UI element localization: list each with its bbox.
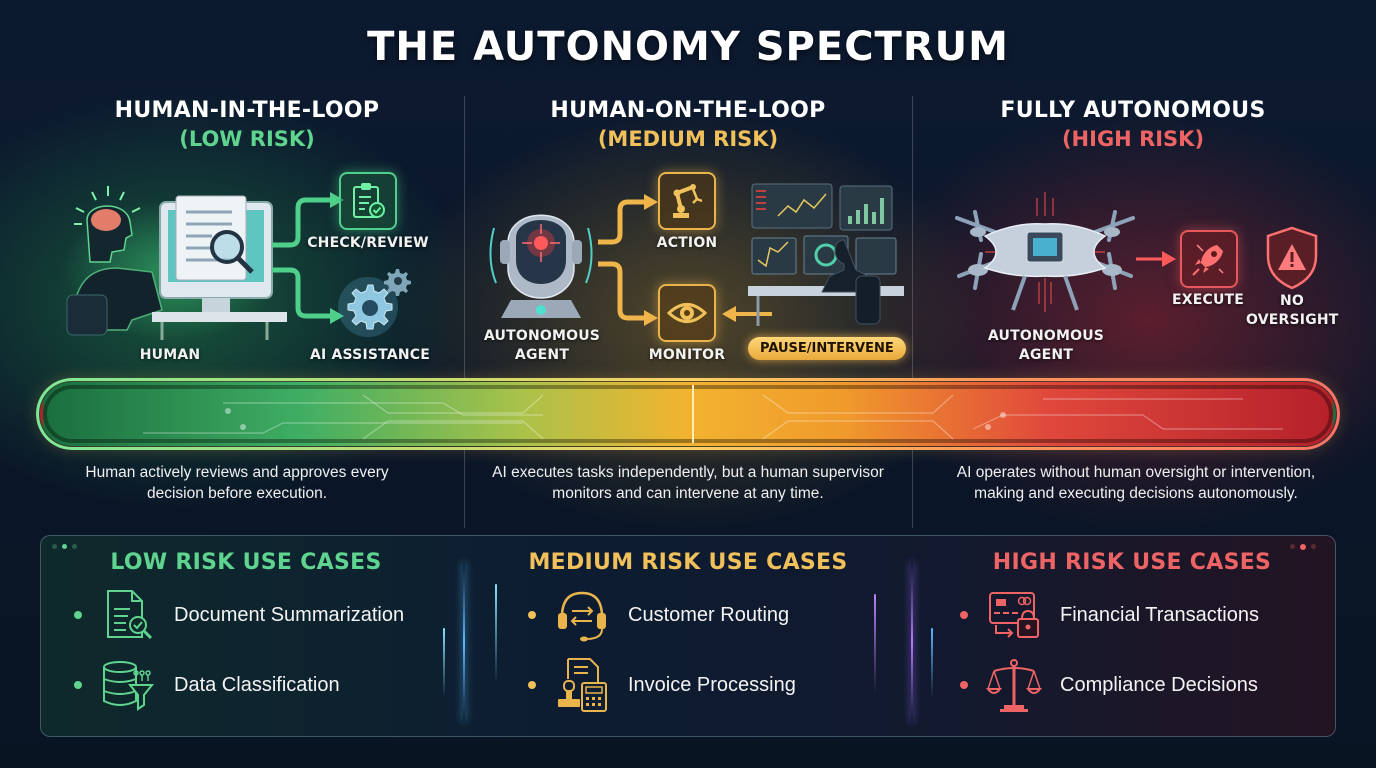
light-streak	[495, 584, 497, 684]
gear-icon	[334, 265, 414, 340]
use-case-group-medium: MEDIUM RISK USE CASES Customer Routing I…	[528, 550, 868, 713]
document-search-icon	[100, 587, 156, 643]
use-case-label: Financial Transactions	[1060, 603, 1259, 626]
credit-card-lock-icon	[986, 587, 1042, 643]
use-case-group-high: HIGH RISK USE CASES Financial Transactio…	[960, 550, 1320, 713]
light-streak	[911, 562, 913, 722]
column-divider	[912, 96, 913, 381]
pause-intervene-badge: PAUSE/INTERVENE	[748, 337, 906, 360]
check-review-label: CHECK/REVIEW	[307, 235, 429, 251]
autonomous-agent-label: AUTONOMOUS AGENT	[987, 328, 1105, 363]
human-label: HUMAN	[139, 347, 201, 363]
page-title: THE AUTONOMY SPECTRUM	[367, 24, 1009, 70]
human-at-computer-icon	[62, 180, 287, 340]
light-streak	[463, 562, 465, 722]
column-heading-low: HUMAN-IN-THE-LOOP (LOW RISK)	[27, 98, 467, 151]
column-divider	[464, 448, 465, 528]
use-case-title: HIGH RISK USE CASES	[992, 550, 1272, 575]
database-filter-icon	[100, 657, 156, 713]
robot-arm-icon	[658, 172, 716, 230]
bullet-dot	[960, 611, 968, 619]
robot-head-icon	[486, 188, 596, 318]
flow-arrows	[598, 194, 658, 326]
execute-label: EXECUTE	[1171, 292, 1245, 308]
column-heading-high: FULLY AUTONOMOUS (HIGH RISK)	[913, 98, 1353, 151]
heading-text: FULLY AUTONOMOUS	[1000, 98, 1266, 123]
bullet-dot	[74, 611, 82, 619]
headset-routing-icon	[554, 587, 610, 643]
use-case-item: Customer Routing	[528, 587, 868, 643]
warning-shield-icon	[1264, 226, 1320, 290]
spectrum-bar	[40, 382, 1336, 446]
risk-level: (LOW RISK)	[179, 127, 315, 151]
drone-icon	[955, 192, 1135, 322]
description-low: Human actively reviews and approves ever…	[72, 462, 402, 504]
invoice-calculator-icon	[554, 657, 610, 713]
light-streak	[443, 628, 445, 698]
intervene-arrow	[722, 306, 772, 322]
rocket-icon	[1180, 230, 1238, 288]
execute-arrow	[1136, 251, 1176, 267]
use-case-label: Customer Routing	[628, 603, 790, 626]
use-case-label: Compliance Decisions	[1060, 673, 1258, 696]
risk-level: (MEDIUM RISK)	[597, 127, 779, 151]
use-case-title: LOW RISK USE CASES	[110, 550, 382, 575]
use-case-group-low: LOW RISK USE CASES Document Summarizatio…	[74, 550, 434, 713]
flow-arrows	[272, 192, 344, 324]
heading-text: HUMAN-IN-THE-LOOP	[114, 98, 380, 123]
decorative-dots	[52, 544, 77, 549]
use-case-title: MEDIUM RISK USE CASES	[528, 550, 848, 575]
description-text: AI executes tasks independently, but a h…	[492, 464, 884, 502]
description-high: AI operates without human oversight or i…	[946, 462, 1326, 504]
column-divider	[464, 96, 465, 381]
autonomous-agent-label: AUTONOMOUS AGENT	[483, 328, 601, 363]
light-streak	[874, 594, 876, 694]
bullet-dot	[528, 681, 536, 689]
decorative-dots	[1290, 544, 1316, 550]
bullet-dot	[74, 681, 82, 689]
risk-level: (HIGH RISK)	[1061, 127, 1205, 151]
use-case-item: Invoice Processing	[528, 657, 868, 713]
use-case-label: Data Classification	[174, 673, 340, 696]
light-streak	[931, 628, 933, 698]
eye-icon	[658, 284, 716, 342]
scales-icon	[986, 657, 1042, 713]
column-heading-medium: HUMAN-ON-THE-LOOP (MEDIUM RISK)	[468, 98, 908, 151]
column-divider	[912, 448, 913, 528]
action-label: ACTION	[656, 235, 718, 251]
description-text: AI operates without human oversight or i…	[956, 464, 1316, 502]
ai-assistance-label: AI ASSISTANCE	[309, 347, 431, 363]
clipboard-check-icon	[339, 172, 397, 230]
use-case-item: Document Summarization	[74, 587, 434, 643]
use-cases-panel	[40, 535, 1336, 737]
bullet-dot	[960, 681, 968, 689]
description-text: Human actively reviews and approves ever…	[85, 464, 389, 502]
description-medium: AI executes tasks independently, but a h…	[478, 462, 898, 504]
use-case-label: Invoice Processing	[628, 673, 796, 696]
operator-at-monitors-icon	[748, 180, 908, 330]
no-oversight-label: NO OVERSIGHT	[1246, 293, 1339, 328]
monitor-label: MONITOR	[648, 347, 726, 363]
heading-text: HUMAN-ON-THE-LOOP	[550, 98, 826, 123]
bullet-dot	[528, 611, 536, 619]
use-case-label: Document Summarization	[174, 603, 405, 626]
use-case-item: Financial Transactions	[960, 587, 1320, 643]
use-case-item: Data Classification	[74, 657, 434, 713]
use-case-item: Compliance Decisions	[960, 657, 1320, 713]
